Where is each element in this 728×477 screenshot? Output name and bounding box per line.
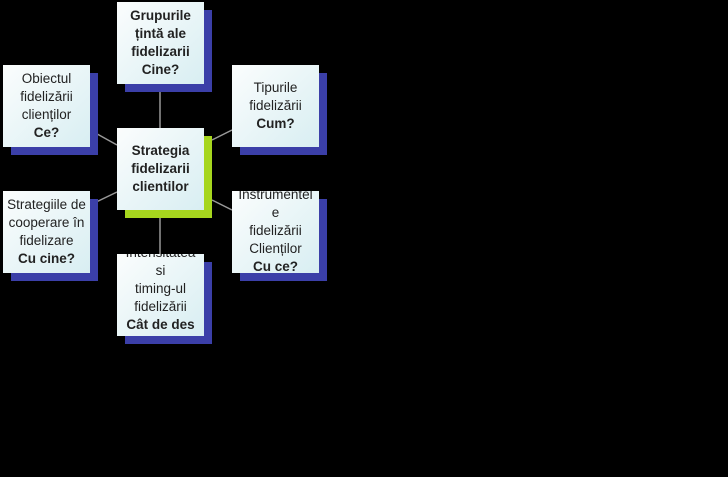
node-question: Cum? xyxy=(256,116,295,131)
node-text: clienților xyxy=(21,107,72,122)
node-text: cooperare în xyxy=(8,215,85,230)
node-question: Cine? xyxy=(141,62,180,77)
node-text: Strategiile de xyxy=(7,197,86,212)
node-text: fidelizare xyxy=(19,233,74,248)
node-text: si xyxy=(155,263,166,278)
node-center-strategy: Strategia fidelizarii clientilor xyxy=(117,128,204,210)
node-text: Grupurile xyxy=(130,8,191,23)
connector-right-top xyxy=(211,129,233,141)
node-text: Obiectul xyxy=(21,71,72,86)
node-text: Tipurile xyxy=(253,80,298,95)
node-text: fidelizării xyxy=(134,299,187,314)
connector-left-bottom xyxy=(89,191,118,206)
node-text: Strategia xyxy=(131,143,190,158)
node-text: fidelizării xyxy=(20,89,73,104)
node-text: Clienților xyxy=(249,241,302,256)
connector-left-top xyxy=(89,129,118,146)
node-question: Cu cine? xyxy=(17,251,75,266)
node-text: fidelizarii xyxy=(131,161,190,176)
node-types: Tipurile fidelizării Cum? xyxy=(232,65,319,147)
node-question: Cât de des xyxy=(126,317,195,332)
node-text: Instrumentel xyxy=(238,191,313,202)
node-cooperation: Strategiile de cooperare în fidelizare C… xyxy=(3,191,90,273)
node-question: Ce? xyxy=(33,125,60,140)
node-objective: Obiectul fidelizării clienților Ce? xyxy=(3,65,90,147)
node-text: Intensitatea xyxy=(126,254,196,262)
node-text: timing-ul xyxy=(134,281,186,296)
node-text: clientilor xyxy=(132,179,189,194)
node-text: fidelizarii xyxy=(131,44,190,59)
node-instruments: Instrumentel e fidelizării Clienților Cu… xyxy=(232,191,319,273)
connector-right-bottom xyxy=(211,199,233,211)
node-text: țintă ale xyxy=(134,26,186,41)
node-intensity-timing: Intensitatea si timing-ul fidelizării Câ… xyxy=(117,254,204,336)
node-text: fidelizării xyxy=(249,223,302,238)
node-question: Cu ce? xyxy=(252,259,298,273)
node-text: fidelizării xyxy=(249,98,302,113)
node-text: e xyxy=(271,205,280,220)
node-target-groups: Grupurile țintă ale fidelizarii Cine? xyxy=(117,2,204,84)
